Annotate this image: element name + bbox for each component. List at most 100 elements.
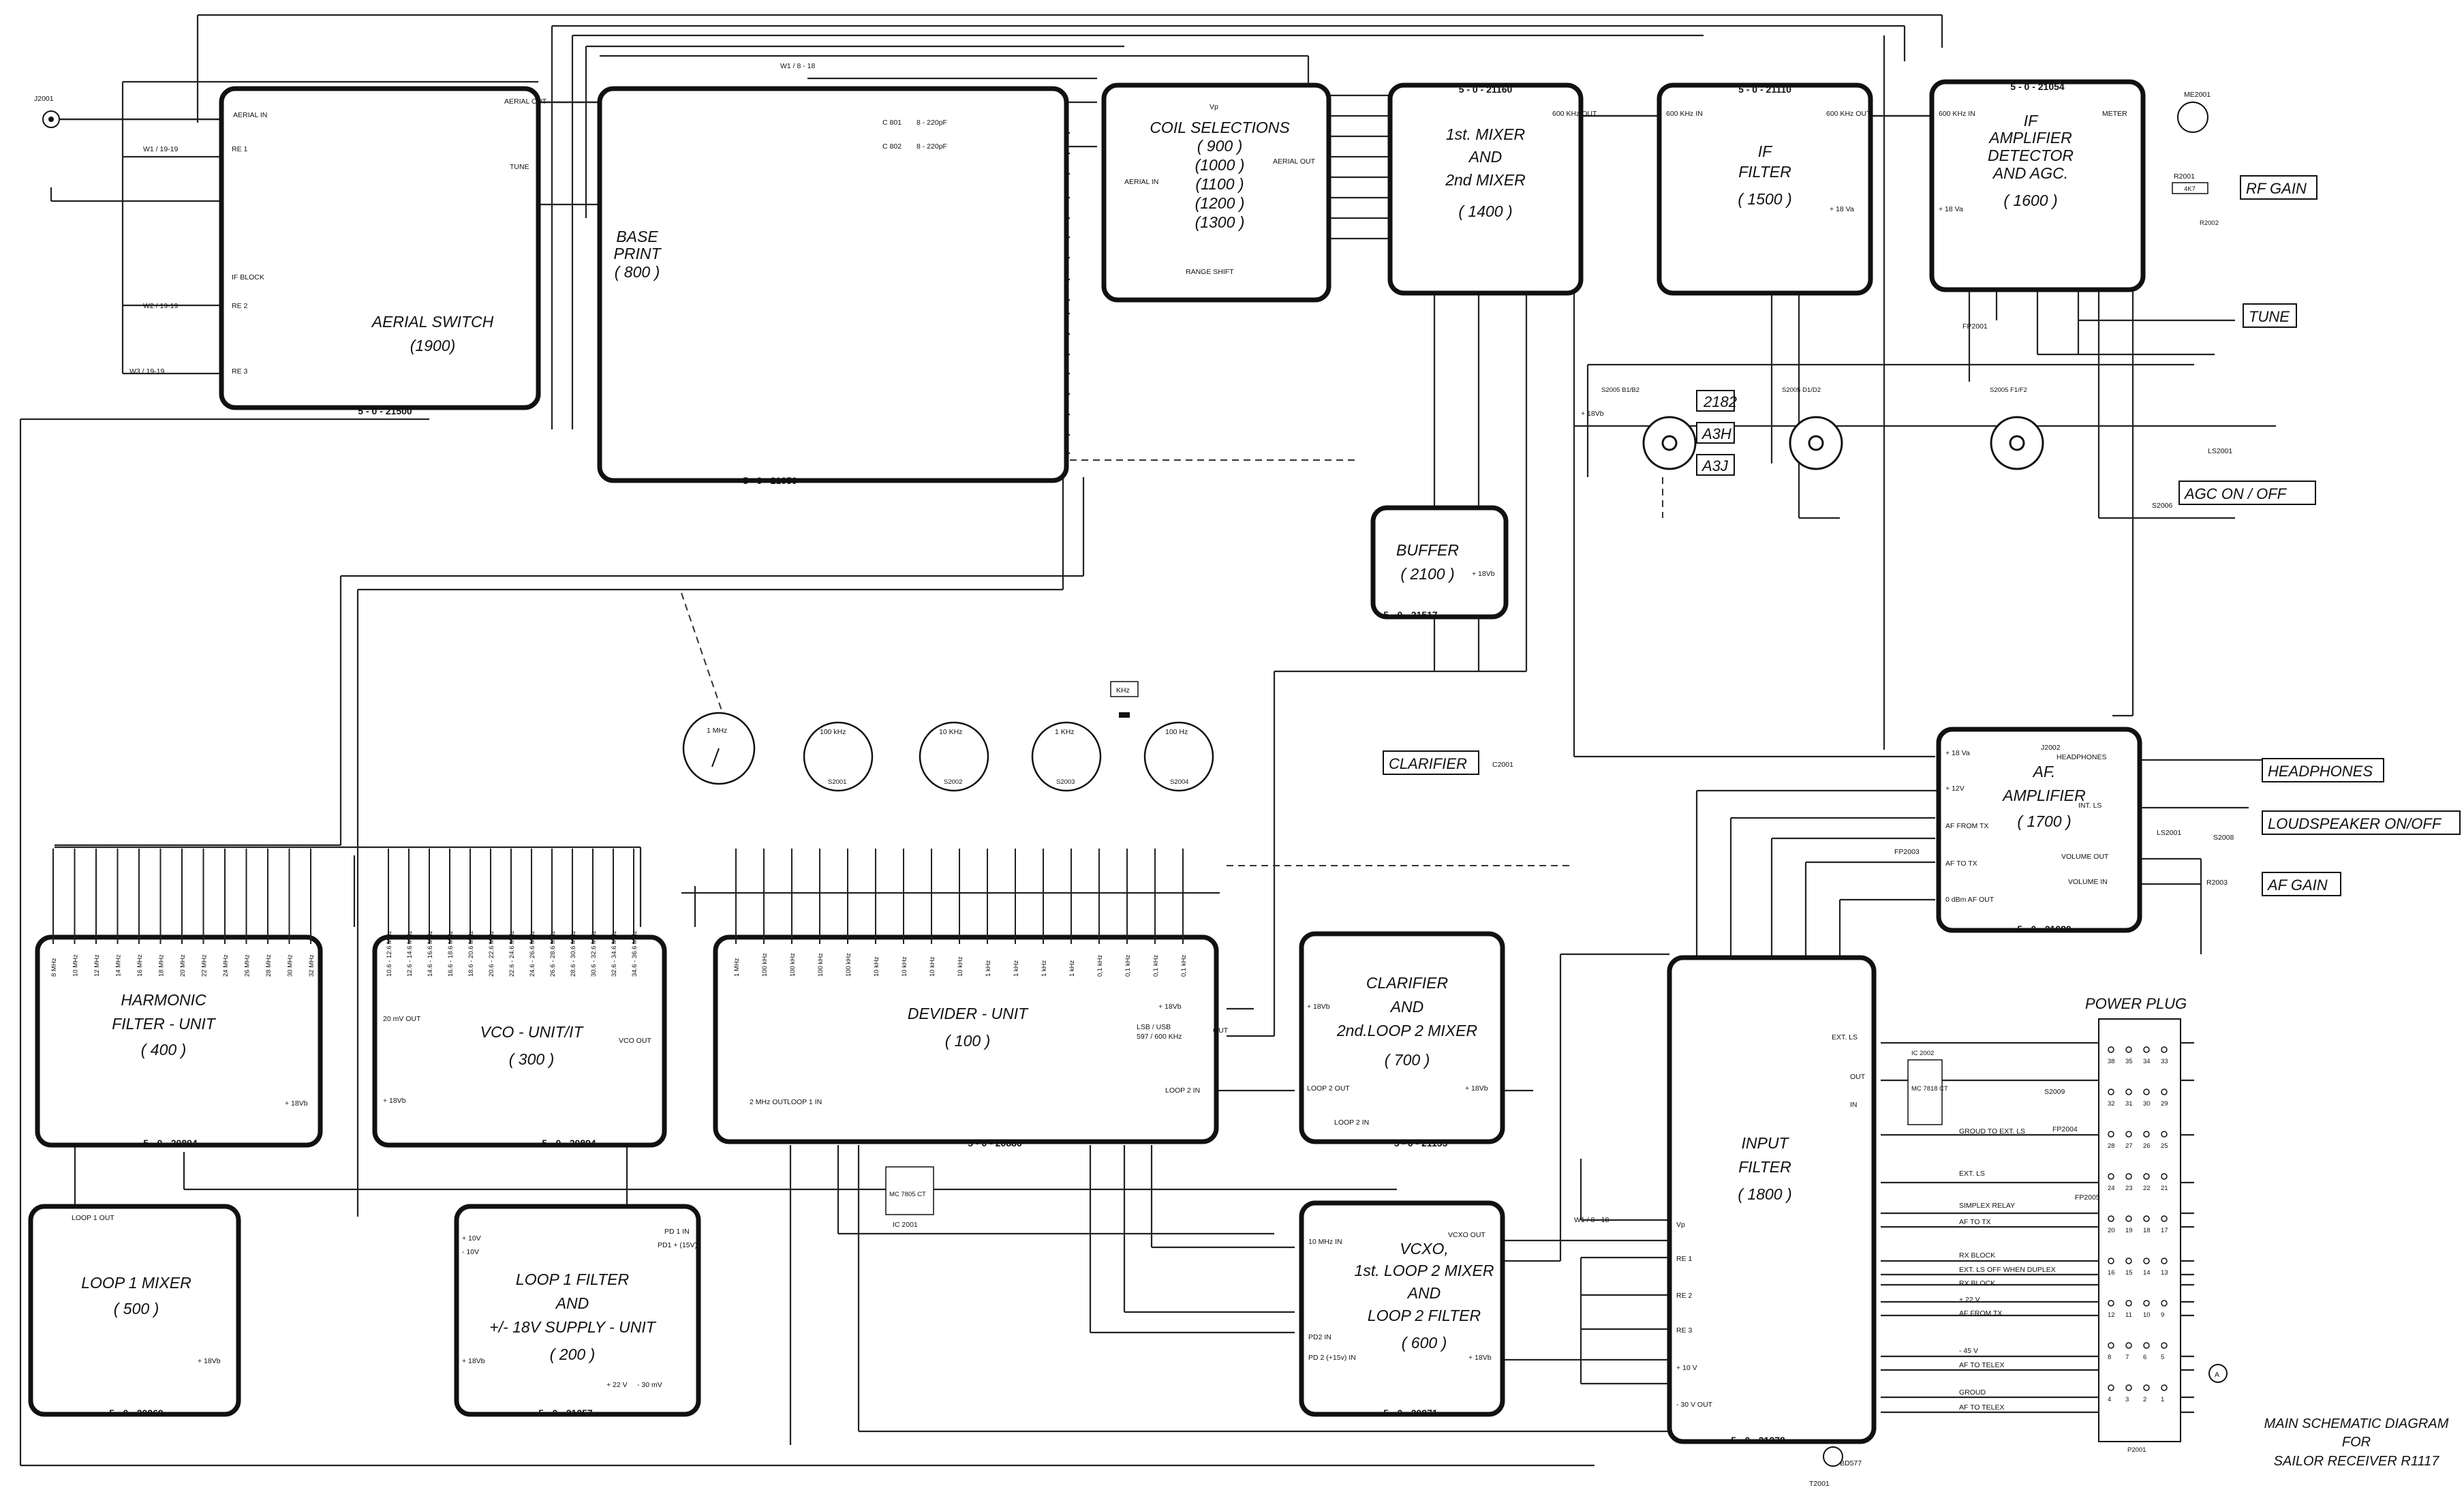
plug-pin (2143, 1088, 2150, 1095)
if-amplifier-block: IF AMPLIFIER DETECTOR AND AGC. ( 1600 ) … (1929, 79, 2146, 292)
plug-pin-number: 18 (2143, 1227, 2151, 1234)
dial-1khz[interactable]: 1 KHz S2003 (1031, 721, 1102, 792)
svg-text:J2001: J2001 (34, 95, 54, 103)
svg-text:S2005 B1/B2: S2005 B1/B2 (1601, 386, 1639, 394)
svg-text:( 100 ): ( 100 ) (945, 1032, 990, 1050)
switch-s2005-d[interactable]: S2005 D1/D2 (1782, 386, 1843, 470)
svg-text:5 - 0 - 20894: 5 - 0 - 20894 (143, 1138, 198, 1148)
svg-text:IC 2001: IC 2001 (893, 1221, 918, 1229)
dial-1mhz[interactable]: 1 MHz (682, 712, 756, 785)
label-rf-gain: RF GAIN (2240, 175, 2317, 200)
vco-pin-label: 16.6 - 18.6 MHz (447, 930, 455, 977)
divider-pin-label: 10 kHz (957, 956, 964, 977)
plug-pin (2125, 1300, 2132, 1307)
svg-text:AMPLIFIER: AMPLIFIER (1988, 129, 2072, 147)
plug-pin-number: 14 (2143, 1269, 2151, 1277)
divider-pin-label: 1 kHz (1013, 960, 1020, 977)
plug-pin-number: 6 (2143, 1354, 2146, 1361)
svg-text:8 - 220pF: 8 - 220pF (917, 119, 947, 127)
svg-text:W1 / 8 - 18: W1 / 8 - 18 (780, 62, 816, 70)
vco-pin-label: 34.6 - 36.6 MHz (631, 930, 638, 977)
plug-pin-number: 38 (2108, 1058, 2115, 1065)
plug-pin (2143, 1131, 2150, 1138)
plug-pin-number: 21 (2161, 1185, 2168, 1192)
plug-pin (2161, 1131, 2168, 1138)
harmonic-pin-label: 20 MHz (179, 954, 187, 977)
harmonic-pin-label: 14 MHz (115, 954, 123, 977)
svg-text:IC 2002: IC 2002 (1911, 1050, 1934, 1057)
svg-text:597 / 600 KHz: 597 / 600 KHz (1137, 1033, 1182, 1041)
plug-pin (2161, 1173, 2168, 1180)
svg-text:OUT: OUT (1850, 1073, 1866, 1081)
plug-pin (2125, 1046, 2132, 1053)
vco-pin-label: 14.6 - 16.6 MHz (427, 930, 434, 977)
vco-pin-label: 18.6 - 20.6 MHz (467, 930, 475, 977)
svg-text:LSB / USB: LSB / USB (1137, 1023, 1171, 1031)
plug-pin-number: 15 (2125, 1269, 2133, 1277)
plug-pin (2161, 1342, 2168, 1349)
plug-pin (2161, 1258, 2168, 1264)
loop1-filter-block: LOOP 1 FILTER AND +/- 18V SUPPLY - UNIT … (454, 1204, 701, 1418)
plug-pin (2161, 1215, 2168, 1222)
svg-text:600 KHz IN: 600 KHz IN (1939, 110, 1975, 118)
divider-pin-label: 0,1 kHz (1180, 955, 1188, 977)
svg-text:INT. LS: INT. LS (2078, 802, 2101, 810)
dial-100hz[interactable]: 100 Hz S2004 (1143, 721, 1214, 792)
harmonic-pin-label: 16 MHz (136, 954, 144, 977)
label-a3h: A3H (1696, 422, 1735, 444)
svg-text:1 MHz: 1 MHz (707, 727, 727, 735)
plug-pin-number: 24 (2108, 1185, 2115, 1192)
svg-text:FILTER: FILTER (1738, 1158, 1791, 1176)
svg-text:RX BLOCK: RX BLOCK (1959, 1251, 1995, 1260)
switch-s2005-b[interactable]: S2005 B1/B2 (1601, 386, 1697, 470)
plug-pin-number: 29 (2161, 1100, 2168, 1108)
svg-text:+ 22 V: + 22 V (1959, 1296, 1980, 1304)
svg-text:( 400 ): ( 400 ) (141, 1041, 186, 1059)
divider-pin-label: 10 kHz (901, 956, 908, 977)
svg-text:600 KHz OUT: 600 KHz OUT (1552, 110, 1597, 118)
plug-pin (2143, 1300, 2150, 1307)
plug-pin-number: 19 (2125, 1227, 2133, 1234)
svg-text:+ 10 V: + 10 V (1676, 1364, 1697, 1372)
switch-s2005-f[interactable]: S2005 F1/F2 (1990, 386, 2044, 470)
component-labels: J2001 AERIAL IN AERIAL OUT IF BLOCK RE 1… (34, 62, 2234, 1488)
coil-selections-block: COIL SELECTIONS ( 900 ) (1000 ) (1100 ) … (1101, 82, 1331, 303)
svg-text:(1000 ): (1000 ) (1195, 156, 1245, 174)
svg-text:LOOP 2 FILTER: LOOP 2 FILTER (1368, 1307, 1481, 1324)
svg-text:A3J: A3J (1701, 457, 1729, 474)
svg-text:EXT. LS: EXT. LS (1959, 1170, 1985, 1178)
base-print-block: BASE PRINT ( 800 ) 5 - 0 - 21050 (597, 86, 1069, 486)
plug-pin (2143, 1173, 2150, 1180)
divider-pin-label: 10 kHz (873, 956, 880, 977)
svg-text:600 KHz OUT: 600 KHz OUT (1826, 110, 1871, 118)
divider-pin-label: 0,1 kHz (1152, 955, 1160, 977)
plug-pin (2108, 1088, 2114, 1095)
harmonic-pin-label: 24 MHz (222, 954, 230, 977)
plug-pin-number: 34 (2143, 1058, 2151, 1065)
svg-text:AND: AND (1468, 148, 1503, 166)
svg-text:IN: IN (1850, 1101, 1858, 1109)
plug-pin (2161, 1300, 2168, 1307)
svg-text:OUT: OUT (1213, 1026, 1229, 1035)
svg-text:TUNE: TUNE (510, 163, 529, 171)
svg-text:LS2001: LS2001 (2208, 447, 2232, 455)
svg-text:4K7: 4K7 (2184, 185, 2196, 193)
svg-text:+ 22 V: + 22 V (606, 1381, 628, 1389)
svg-text:R2002: R2002 (2200, 219, 2219, 227)
svg-text:5 - 0 - 21054: 5 - 0 - 21054 (2010, 81, 2065, 92)
svg-text:( 300 ): ( 300 ) (509, 1050, 554, 1068)
svg-text:5 - 0 - 21257: 5 - 0 - 21257 (538, 1407, 593, 1418)
vco-pin-label: 30.6 - 32.6 MHz (590, 930, 598, 977)
svg-text:+ 18 Va: + 18 Va (1939, 205, 1963, 213)
power-plug-labels: GROUD TO EXT. LS EXT. LS SIMPLEX RELAY A… (1959, 1127, 2056, 1412)
dial-10khz[interactable]: 10 KHz S2002 (919, 721, 989, 792)
plug-pin-number: 1 (2161, 1396, 2164, 1403)
svg-text:10 KHz: 10 KHz (939, 728, 962, 736)
svg-text:GROUD: GROUD (1959, 1388, 1986, 1397)
harmonic-pin-label: 26 MHz (244, 954, 251, 977)
svg-text:0 dBm AF OUT: 0 dBm AF OUT (1945, 896, 1995, 904)
dial-100khz[interactable]: 100 kHz S2001 (803, 721, 874, 792)
svg-text:- 30 V OUT: - 30 V OUT (1676, 1401, 1713, 1409)
svg-text:BUFFER: BUFFER (1396, 541, 1459, 559)
